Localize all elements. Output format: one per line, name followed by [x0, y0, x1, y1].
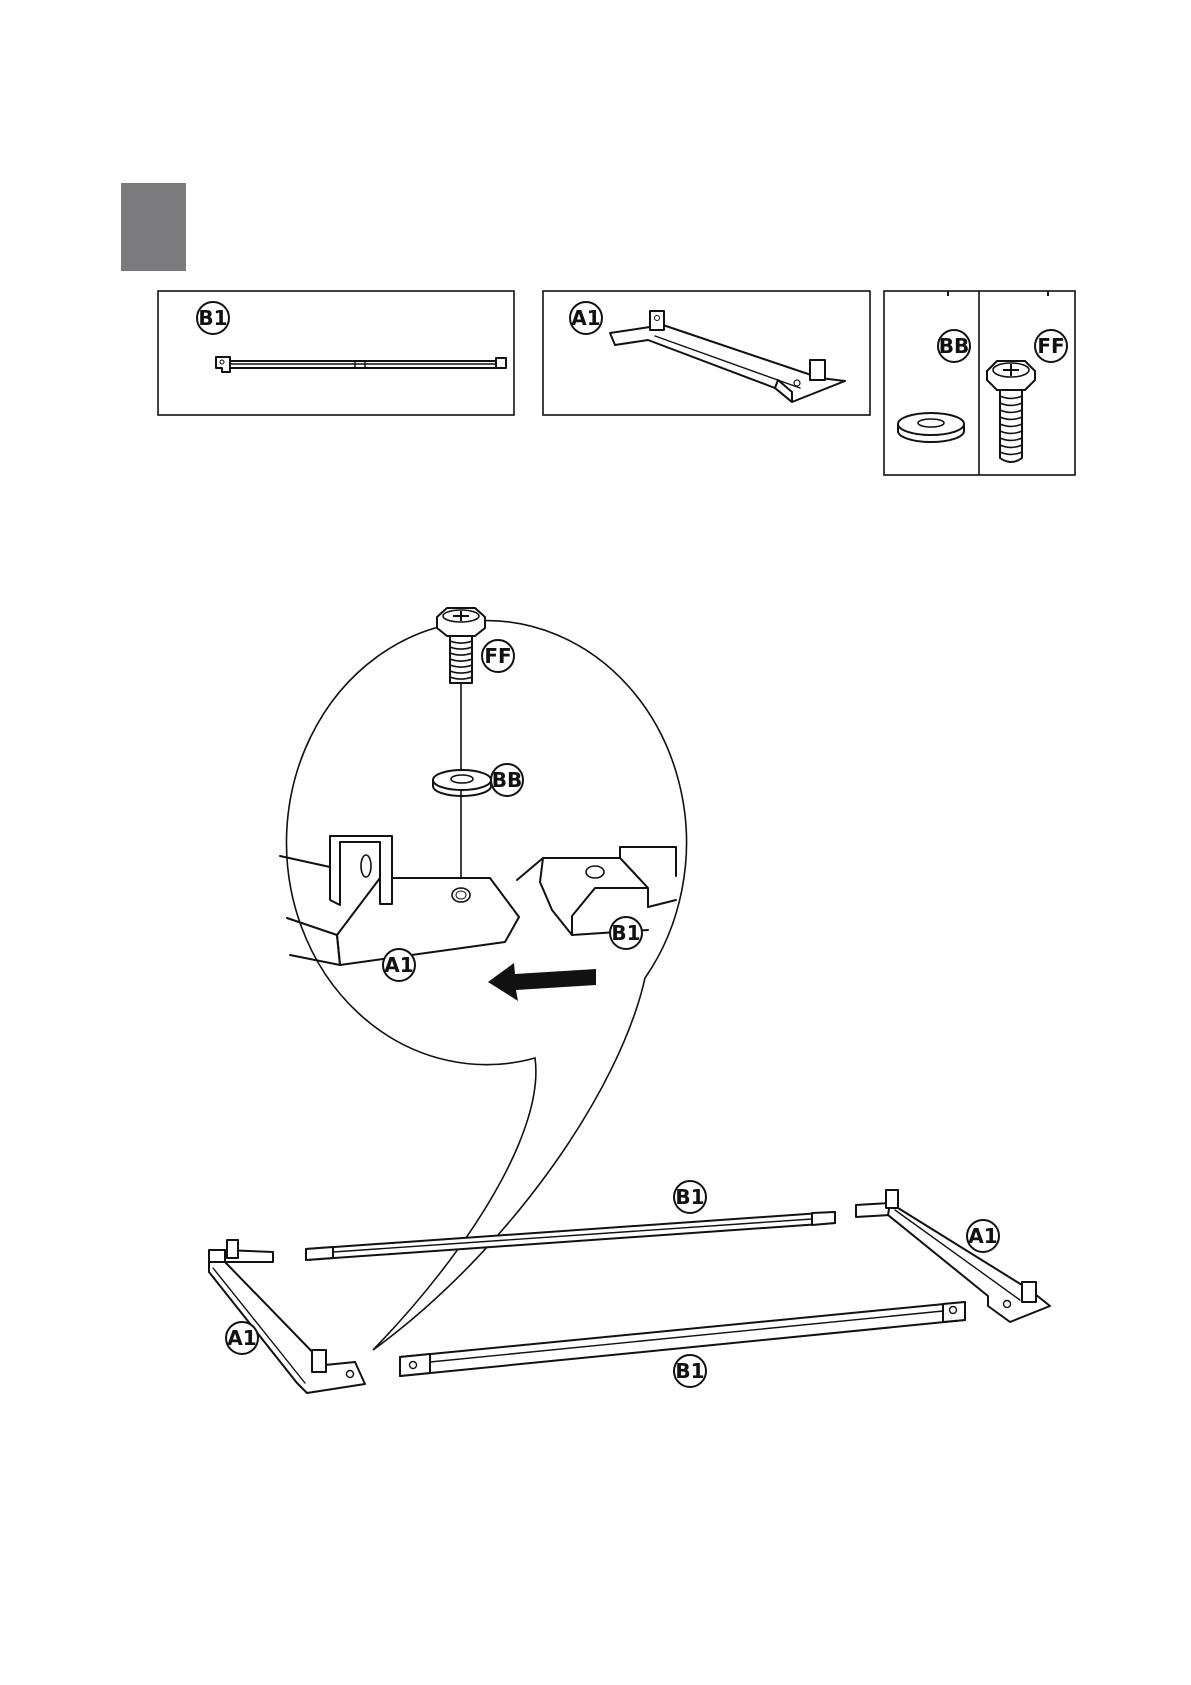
- detail-rail-b1: [517, 847, 676, 935]
- assembly-top-rail-b1: [306, 1212, 835, 1260]
- label-b1-detail: B1: [610, 917, 642, 949]
- label-b1-bottom-text: B1: [675, 1359, 704, 1383]
- label-ff-panel-text: FF: [1037, 334, 1064, 358]
- parts-panel-b1: B1: [158, 291, 514, 415]
- label-bb-detail-text: BB: [492, 768, 523, 792]
- assembly-overview: B1 B1 A1 A1: [209, 1181, 1050, 1393]
- assembly-left-frame-a1: [209, 1240, 365, 1393]
- label-a1-right: A1: [967, 1220, 999, 1252]
- label-bb-detail: BB: [491, 764, 523, 796]
- label-a1-right-text: A1: [968, 1224, 997, 1248]
- parts-panel-hardware: BB FF: [884, 291, 1075, 475]
- push-left-arrow: [488, 963, 596, 1001]
- label-ff-panel: FF: [1035, 330, 1067, 362]
- parts-panel-a1: A1: [543, 291, 870, 415]
- label-b1-top: B1: [674, 1181, 706, 1213]
- label-b1-bottom: B1: [674, 1355, 706, 1387]
- detail-frame-a1: [280, 836, 519, 965]
- label-b1-top-text: B1: [675, 1185, 704, 1209]
- label-ff-detail-text: FF: [484, 644, 511, 668]
- label-b1-panel-text: B1: [198, 306, 227, 330]
- label-bb-panel-text: BB: [939, 334, 970, 358]
- label-a1-left-text: A1: [227, 1326, 256, 1350]
- label-a1-detail: A1: [383, 949, 415, 981]
- label-a1-detail-text: A1: [384, 953, 413, 977]
- label-bb-panel: BB: [938, 330, 970, 362]
- label-b1-detail-text: B1: [611, 921, 640, 945]
- label-a1-panel: A1: [570, 302, 602, 334]
- label-b1-panel: B1: [197, 302, 229, 334]
- step-marker: [121, 183, 186, 271]
- label-ff-detail: FF: [482, 640, 514, 672]
- label-a1-left: A1: [226, 1322, 258, 1354]
- detail-screw-ff: [437, 608, 485, 683]
- label-a1-panel-text: A1: [571, 306, 600, 330]
- detail-washer-bb: [433, 770, 491, 796]
